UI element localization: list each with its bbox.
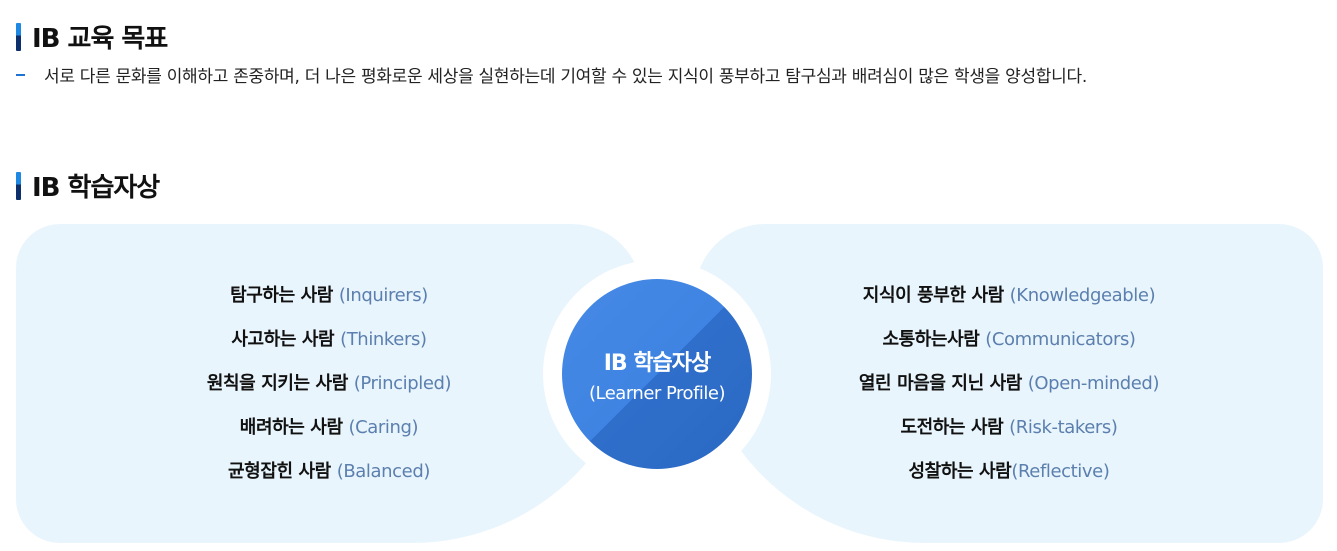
item-english: (Thinkers) bbox=[340, 329, 427, 350]
item-english: (Inquirers) bbox=[338, 285, 428, 306]
right-profile-list: 지식이 풍부한 사람 (Knowledgeable) 소통하는사람 (Commu… bbox=[695, 276, 1323, 496]
item-korean: 지식이 풍부한 사람 bbox=[862, 285, 1010, 306]
item-english: (Caring) bbox=[348, 417, 419, 438]
center-circle: IB 학습자상 (Learner Profile) bbox=[562, 279, 752, 469]
list-item: 도전하는 사람 (Risk-takers) bbox=[900, 408, 1117, 452]
education-goal-header: IB 교육 목표 bbox=[16, 18, 168, 55]
item-english: (Reflective) bbox=[1011, 461, 1110, 482]
center-title: IB 학습자상 bbox=[603, 350, 712, 376]
section-marker bbox=[16, 171, 21, 200]
right-panel bbox=[695, 224, 1323, 543]
item-korean: 성찰하는 사람 bbox=[908, 461, 1012, 482]
list-item: 사고하는 사람 (Thinkers) bbox=[231, 320, 427, 364]
dash-icon bbox=[16, 73, 25, 76]
left-profile-list: 탐구하는 사람 (Inquirers) 사고하는 사람 (Thinkers) 원… bbox=[16, 276, 642, 496]
education-goal-text: 서로 다른 문화를 이해하고 존중하며, 더 나은 평화로운 세상을 실현하는데… bbox=[44, 67, 1087, 87]
list-item: 균형잡힌 사람 (Balanced) bbox=[228, 452, 430, 496]
list-item: 열린 마음을 지닌 사람 (Open-minded) bbox=[858, 364, 1160, 408]
item-korean: 탐구하는 사람 bbox=[230, 285, 339, 306]
list-item: 배려하는 사람 (Caring) bbox=[239, 408, 419, 452]
list-item: 성찰하는 사람(Reflective) bbox=[909, 452, 1110, 496]
section-marker bbox=[16, 22, 21, 51]
item-english: (Balanced) bbox=[336, 461, 431, 482]
list-item: 원칙을 지키는 사람 (Principled) bbox=[206, 364, 452, 408]
item-korean: 사고하는 사람 bbox=[231, 329, 341, 350]
item-english: (Open-minded) bbox=[1027, 373, 1160, 394]
item-korean: 원칙을 지키는 사람 bbox=[206, 373, 354, 394]
item-korean: 도전하는 사람 bbox=[900, 417, 1010, 438]
learner-profile-header: IB 학습자상 bbox=[16, 167, 160, 204]
item-korean: 열린 마음을 지닌 사람 bbox=[858, 373, 1028, 394]
left-panel bbox=[16, 224, 642, 543]
item-english: (Knowledgeable) bbox=[1009, 285, 1156, 306]
section-title: IB 교육 목표 bbox=[32, 24, 168, 54]
education-goal-line: 서로 다른 문화를 이해하고 존중하며, 더 나은 평화로운 세상을 실현하는데… bbox=[16, 62, 1087, 87]
item-english: (Communicators) bbox=[985, 329, 1136, 350]
center-subtitle: (Learner Profile) bbox=[588, 382, 726, 404]
section-title: IB 학습자상 bbox=[32, 173, 160, 203]
list-item: 소통하는사람 (Communicators) bbox=[882, 320, 1136, 364]
item-korean: 소통하는사람 bbox=[882, 329, 986, 350]
item-english: (Principled) bbox=[353, 373, 452, 394]
list-item: 탐구하는 사람 (Inquirers) bbox=[230, 276, 428, 320]
item-korean: 균형잡힌 사람 bbox=[228, 461, 337, 482]
item-english: (Risk-takers) bbox=[1009, 417, 1118, 438]
item-korean: 배려하는 사람 bbox=[239, 417, 349, 438]
list-item: 지식이 풍부한 사람 (Knowledgeable) bbox=[862, 276, 1156, 320]
